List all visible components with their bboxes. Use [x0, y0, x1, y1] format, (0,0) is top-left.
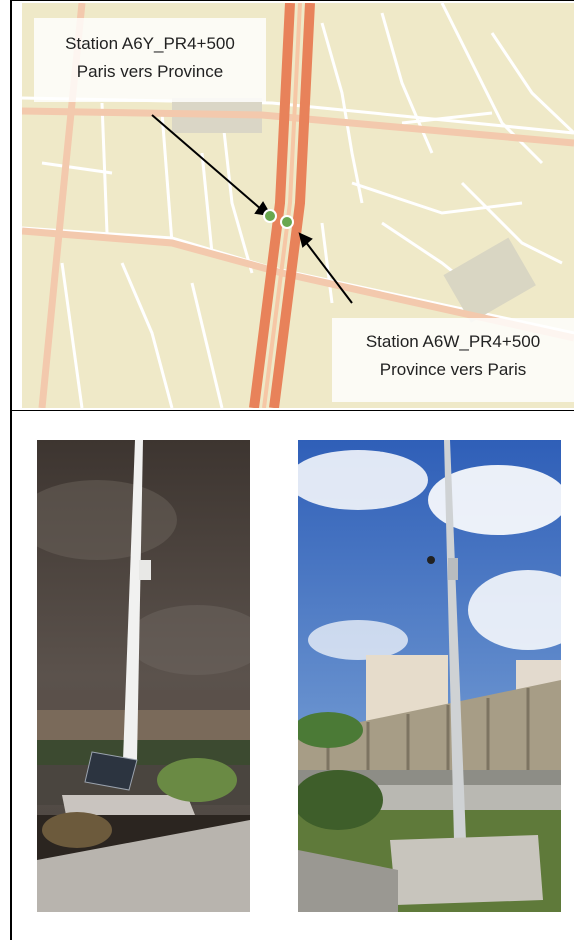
noise-barrier-wall	[298, 680, 561, 775]
night-planter-wall	[37, 820, 250, 912]
wall-pillars	[326, 688, 530, 775]
station-east-title: Station A6W_PR4+500	[365, 332, 541, 351]
page-border-top	[10, 0, 574, 1]
station-marker-east	[280, 215, 294, 229]
night-mast	[123, 440, 143, 760]
day-photo-illustration	[298, 440, 561, 912]
station-marker-west	[263, 209, 277, 223]
station-west-title: Station A6Y_PR4+500	[65, 34, 235, 53]
trees	[298, 712, 363, 748]
microphone	[427, 556, 435, 564]
station-photo-day	[298, 440, 561, 912]
station-east-label: Station A6W_PR4+500 Province vers Paris	[332, 318, 574, 402]
solar-panel	[84, 751, 138, 791]
cloud	[428, 465, 561, 535]
day-concrete-base	[390, 835, 543, 905]
station-photo-night	[37, 440, 250, 912]
day-mast	[444, 440, 466, 840]
section-divider	[10, 410, 574, 411]
station-east-direction: Province vers Paris	[379, 360, 527, 379]
station-west-direction: Paris vers Province	[76, 62, 224, 81]
night-photo-illustration	[37, 440, 250, 912]
location-map	[22, 3, 574, 408]
cloud	[298, 450, 428, 510]
station-west-label: Station A6Y_PR4+500 Paris vers Province	[34, 18, 266, 102]
night-shrub	[157, 758, 237, 802]
page-border-left	[10, 0, 12, 940]
industrial-zone	[443, 237, 536, 323]
cloud	[468, 570, 561, 650]
pointer-arrows	[151, 114, 353, 304]
night-concrete-base	[62, 795, 197, 820]
cloud	[308, 620, 408, 660]
map-canvas	[22, 3, 574, 408]
highway-a6	[249, 3, 315, 408]
